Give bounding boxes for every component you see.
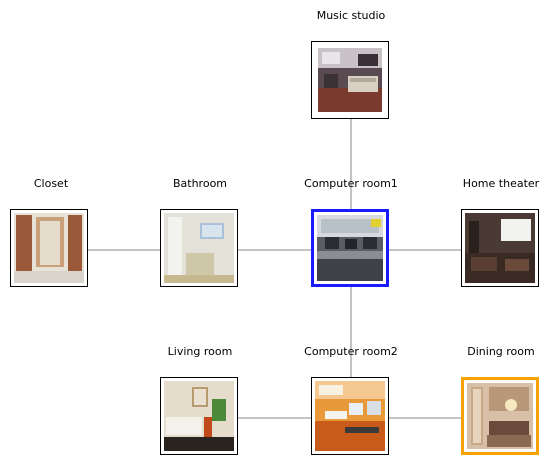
computer-room-photo bbox=[317, 215, 383, 281]
room-label-living-room: Living room bbox=[167, 345, 233, 358]
room-node-music-studio[interactable] bbox=[311, 41, 389, 119]
computer-room-photo bbox=[315, 381, 385, 451]
living-room-photo bbox=[164, 381, 234, 451]
room-node-dining-room[interactable] bbox=[461, 377, 539, 455]
room-node-computer-room1[interactable] bbox=[311, 209, 389, 287]
room-node-home-theater[interactable] bbox=[461, 209, 539, 287]
room-label-music-studio: Music studio bbox=[316, 9, 386, 22]
room-label-home-theater: Home theater bbox=[462, 177, 540, 190]
room-label-dining-room: Dining room bbox=[467, 345, 535, 358]
room-label-closet: Closet bbox=[33, 177, 69, 190]
room-node-bathroom[interactable] bbox=[160, 209, 238, 287]
room-node-living-room[interactable] bbox=[160, 377, 238, 455]
room-label-bathroom: Bathroom bbox=[172, 177, 228, 190]
dining-room-photo bbox=[467, 383, 533, 449]
closet-photo bbox=[14, 213, 84, 283]
home-theater-photo bbox=[465, 213, 535, 283]
bathroom-photo bbox=[164, 213, 234, 283]
room-label-computer-room1: Computer room1 bbox=[304, 177, 398, 190]
room-node-closet[interactable] bbox=[10, 209, 88, 287]
music-studio-photo bbox=[318, 48, 382, 112]
room-node-computer-room2[interactable] bbox=[311, 377, 389, 455]
room-label-computer-room2: Computer room2 bbox=[304, 345, 398, 358]
